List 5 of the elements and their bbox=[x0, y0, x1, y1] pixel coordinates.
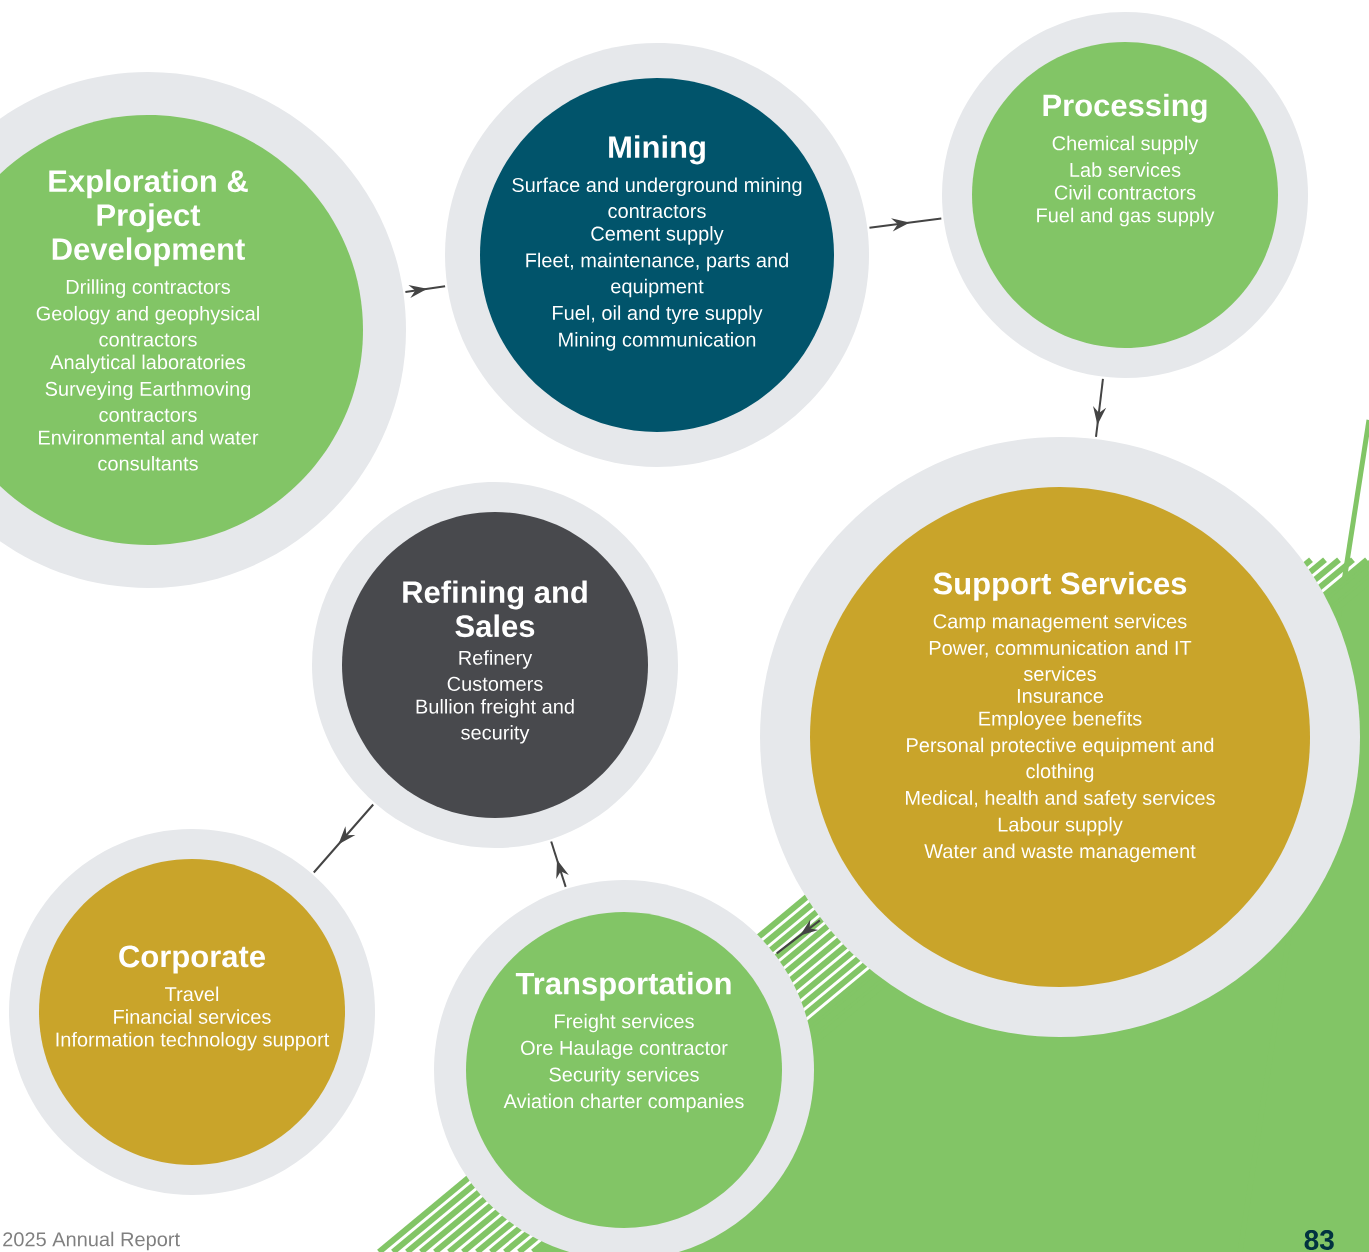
page-number: 83 bbox=[1304, 1230, 1334, 1250]
arrow bbox=[1093, 377, 1107, 438]
arrow bbox=[775, 919, 821, 955]
arrow bbox=[312, 803, 375, 874]
footer-text: 2025 Annual Report bbox=[3, 1231, 180, 1251]
